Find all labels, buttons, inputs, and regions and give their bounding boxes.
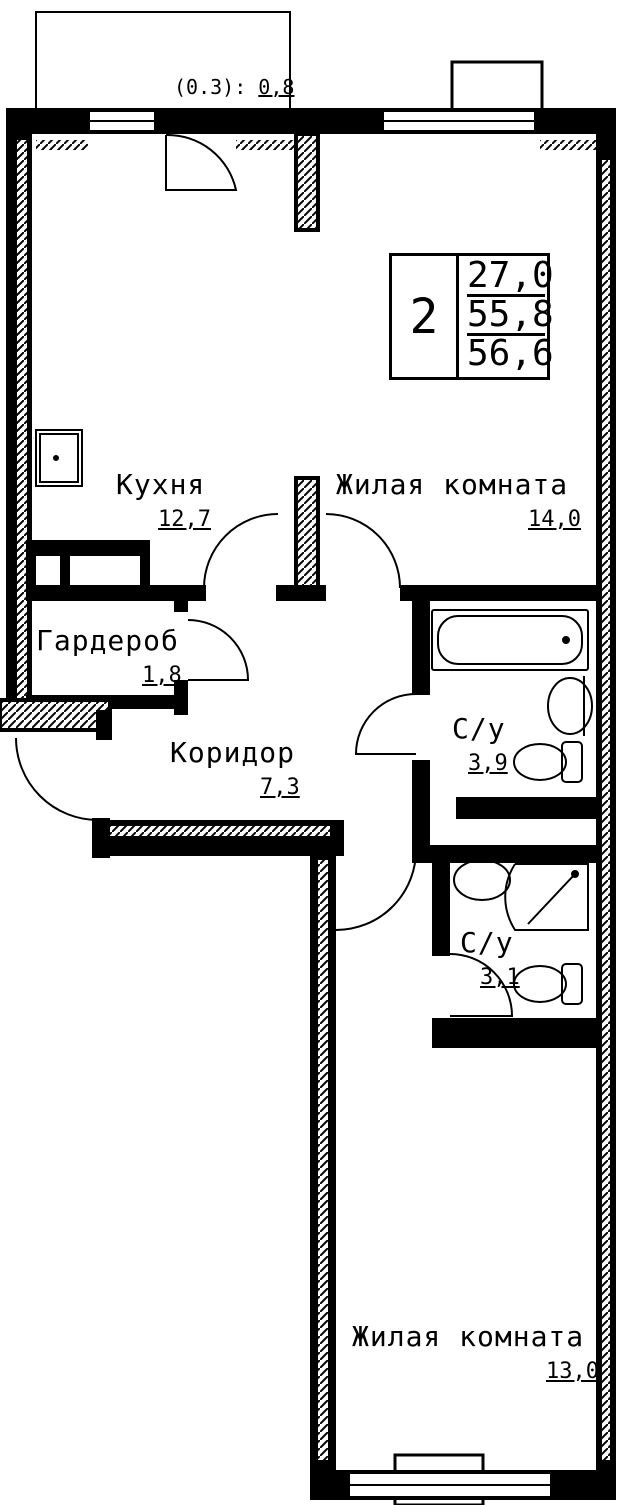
toilet-icon [513, 741, 583, 783]
room-count: 2 [392, 256, 459, 377]
bathroom-2-name: С/у [460, 926, 514, 959]
balcony-coef: (0.3): [174, 75, 247, 99]
washbasin-icon [547, 676, 593, 736]
wardrobe-name: Гардероб [36, 624, 179, 657]
balcony-area: 0,8 [258, 75, 295, 99]
insulation [17, 140, 610, 1460]
kitchen-area: 12,7 [158, 507, 211, 532]
balcony-label: (0.3): 0,8 [174, 76, 294, 98]
shower-icon [504, 863, 589, 931]
corridor-area: 7,3 [260, 775, 300, 800]
kitchen-sink-icon [35, 429, 83, 487]
washbasin-icon [453, 859, 511, 901]
living-room-1-name: Жилая комната [336, 468, 569, 501]
toilet-icon [513, 963, 583, 1005]
living-room-2-name: Жилая комната [352, 1320, 585, 1353]
interior-walls [0, 132, 600, 1048]
balcony [35, 11, 291, 108]
wardrobe-area: 1,8 [142, 663, 182, 688]
living-room-1-area: 14,0 [528, 507, 581, 532]
kitchen-name: Кухня [116, 468, 206, 501]
corridor-name: Коридор [170, 736, 296, 769]
area-summary: 2 27,0 55,8 56,6 [389, 253, 554, 380]
bathroom-1-name: С/у [452, 712, 506, 745]
total-area-with-balcony: 56,6 [467, 333, 554, 374]
vent-block-top [450, 60, 544, 112]
total-area: 55,8 [467, 294, 554, 336]
bathroom-2-area: 3,1 [480, 965, 520, 990]
windows [90, 112, 550, 1496]
bathroom-1-area: 3,9 [468, 751, 508, 776]
bathtub-icon [431, 609, 589, 671]
living-room-2-area: 13,0 [546, 1359, 599, 1384]
living-area: 27,0 [467, 255, 554, 297]
door-swings [15, 133, 514, 1017]
